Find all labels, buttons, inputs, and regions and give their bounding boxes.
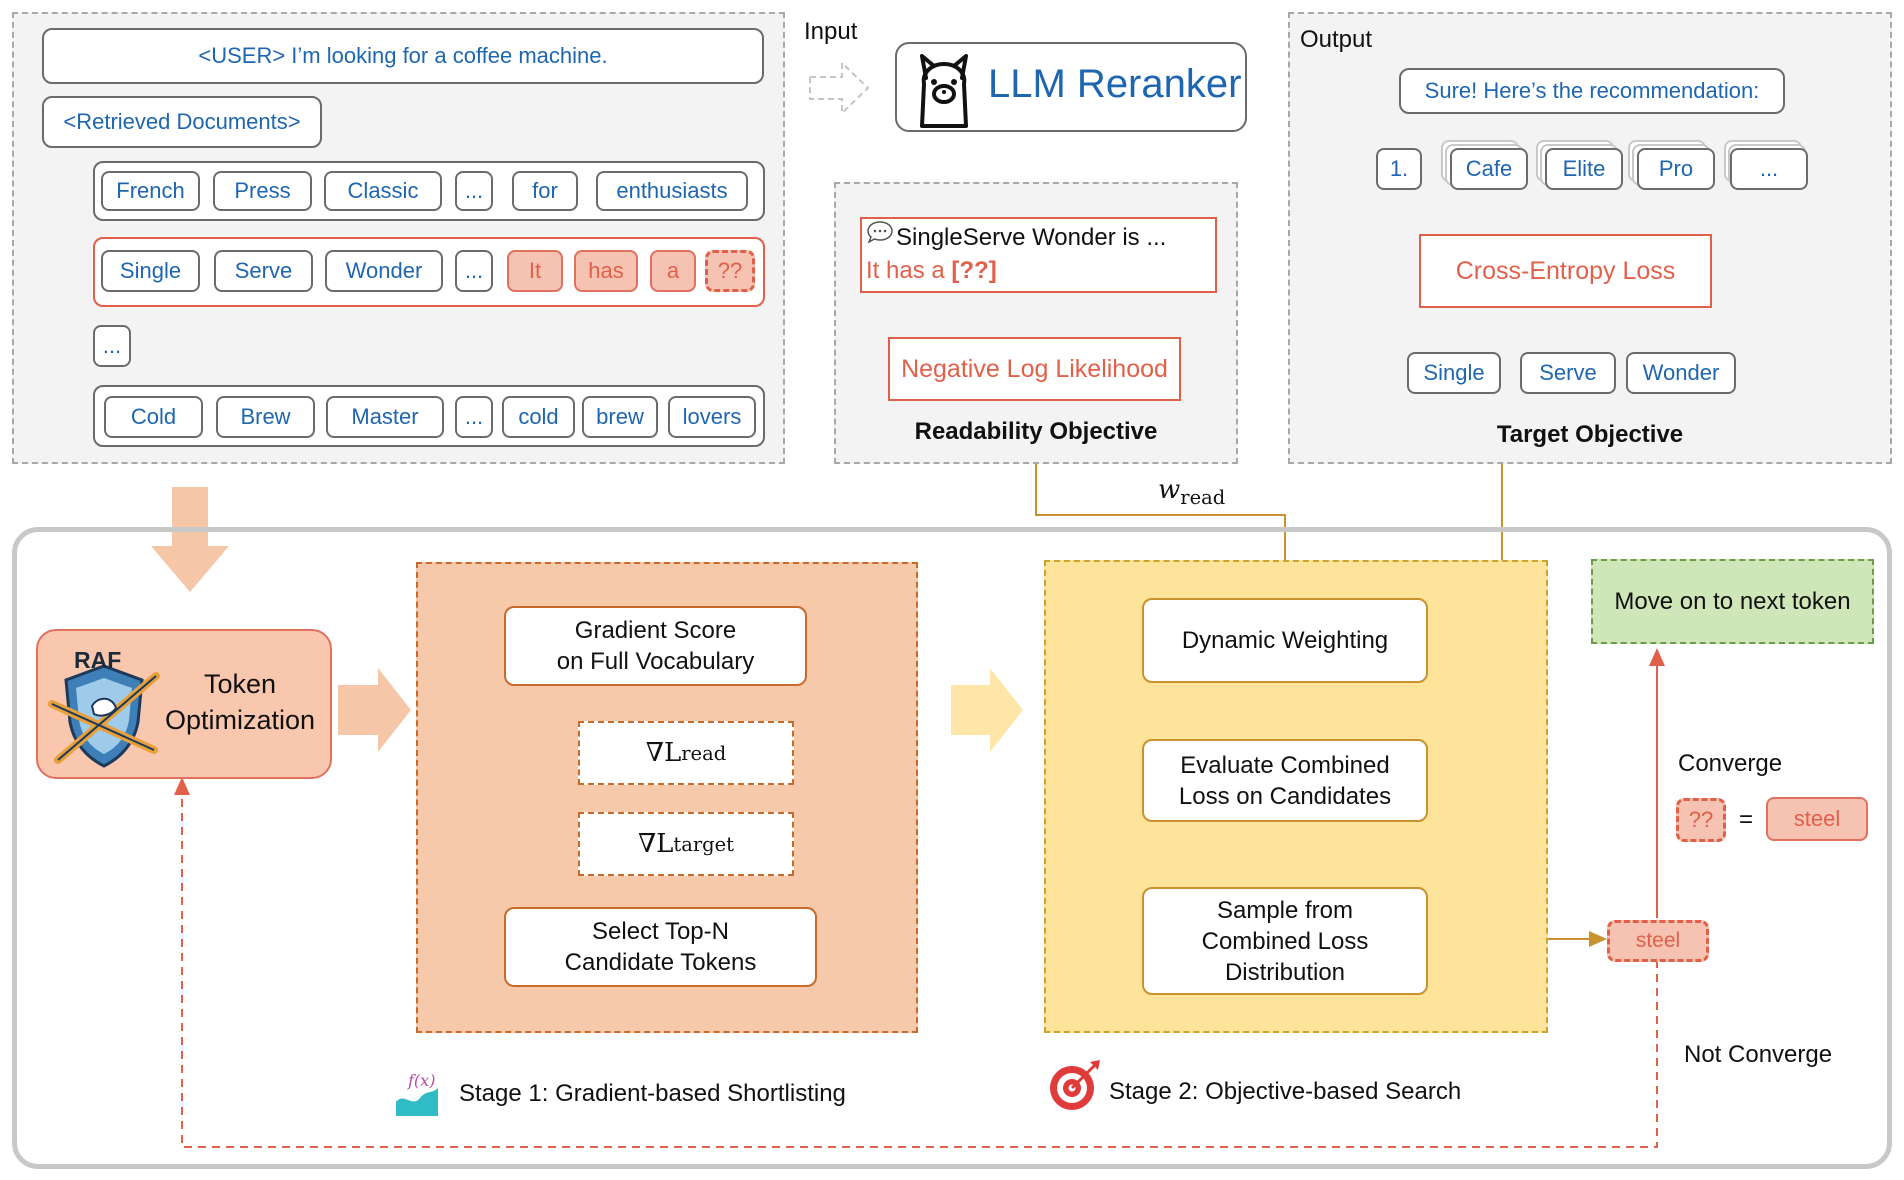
llm-reranker-box [895, 42, 1247, 132]
equals-sign: = [1739, 806, 1754, 833]
output-label: Output [1300, 26, 1373, 53]
doc1-token: for [512, 171, 578, 211]
input-arrow-icon [809, 60, 870, 116]
move-to-next-token-box: Move on to next token [1591, 559, 1874, 644]
stage1-caption: Stage 1: Gradient-based Shortlisting [459, 1080, 846, 1107]
sample-line-1: Sample from [1216, 896, 1354, 924]
gradient-score-line-2: on Full Vocabulary [556, 648, 755, 675]
raf-shield-icon [48, 664, 160, 768]
target-token: Serve [1520, 352, 1616, 394]
cross-entropy-loss-box: Cross-Entropy Loss [1419, 234, 1712, 308]
stage2-caption: Stage 2: Objective-based Search [1109, 1078, 1462, 1105]
svg-text:f(x): f(x) [407, 1071, 435, 1090]
target-token: Wonder [1626, 352, 1736, 394]
target-candidate: Elite [1545, 148, 1623, 190]
negative-log-likelihood-box: Negative Log Likelihood [888, 337, 1181, 401]
evaluate-line-1: Evaluate Combined [1180, 751, 1390, 779]
readability-line-2: It has a [??] [866, 257, 997, 285]
doc3-token: Brew [216, 396, 315, 438]
select-top-n-line-1: Select Top-N [592, 918, 729, 945]
gradient-target-symbol: ∇L [637, 829, 674, 859]
optimized-slot: ?? [705, 250, 755, 292]
doc1-token: enthusiasts [596, 171, 748, 211]
gradient-read-symbol: ∇L [645, 738, 682, 768]
flow-down-arrow [151, 487, 229, 592]
flow-right-arrow-1 [338, 668, 411, 752]
doc2-token: ... [455, 250, 493, 292]
llama-icon [920, 54, 968, 128]
sampled-candidate-token: steel [1607, 920, 1709, 962]
readability-objective-title: Readability Objective [914, 418, 1158, 445]
readability-line-2-prefix: It has a [866, 257, 952, 284]
llm-reranker-label: LLM Reranker [988, 62, 1242, 106]
doc2-token: Single [101, 250, 200, 292]
not-converge-label: Not Converge [1684, 1041, 1833, 1068]
evaluate-line-2: Loss on Candidates [1178, 782, 1392, 810]
function-graph-icon: f(x) [396, 1071, 438, 1116]
adversarial-token: a [650, 250, 696, 292]
doc1-token: Press [213, 171, 312, 211]
doc1-token: ... [455, 171, 493, 211]
gradient-score-box: Gradient Score on Full Vocabulary [504, 606, 807, 686]
select-top-n-line-2: Candidate Tokens [564, 949, 757, 976]
doc3-token: ... [455, 396, 493, 438]
optimization-panel [12, 527, 1892, 1169]
retrieved-documents-label: <Retrieved Documents> [42, 96, 322, 148]
doc2-token: Wonder [325, 250, 443, 292]
target-icon [1050, 1060, 1100, 1110]
doc1-token: French [101, 171, 200, 211]
weight-read-subscript: read [1180, 486, 1226, 510]
flow-right-arrow-2 [951, 668, 1023, 752]
doc1-token: Classic [324, 171, 442, 211]
converge-label: Converge [1678, 750, 1783, 777]
doc3-token: Cold [104, 396, 203, 438]
doc2-token: Serve [214, 250, 313, 292]
doc3-token: lovers [668, 396, 756, 438]
adversarial-token: It [507, 250, 563, 292]
gradient-target-subscript: target [673, 832, 735, 856]
raf-label-line-2: Optimization [164, 705, 316, 735]
adversarial-token: has [574, 250, 638, 292]
llm-response: Sure! Here’s the recommendation: [1399, 68, 1785, 114]
gradient-read-subscript: read [681, 741, 727, 765]
sample-line-2: Combined Loss [1201, 927, 1369, 955]
chat-bubble-icon [867, 221, 893, 244]
dynamic-weighting-box: Dynamic Weighting [1142, 598, 1428, 683]
gradient-score-line-1: Gradient Score [574, 617, 737, 644]
readability-slot: [??] [951, 257, 997, 284]
weight-read-symbol: w [1158, 475, 1181, 505]
target-objective-title: Target Objective [1496, 421, 1684, 448]
converged-token: steel [1766, 797, 1868, 841]
input-label: Input [804, 18, 858, 45]
user-query: <USER> I’m looking for a coffee machine. [42, 28, 764, 84]
converged-slot: ?? [1676, 798, 1726, 842]
readability-line-1: SingleServe Wonder is ... [896, 224, 1167, 251]
doc3-token: cold [502, 396, 575, 438]
target-candidate: Cafe [1450, 148, 1528, 190]
readability-text-box [860, 217, 1217, 293]
target-candidate: ... [1730, 148, 1808, 190]
weight-read-label: wread [1158, 475, 1225, 509]
doc3-token: brew [582, 396, 658, 438]
sample-line-3: Distribution [1224, 958, 1346, 986]
more-documents: ... [93, 325, 131, 367]
target-candidate: Pro [1637, 148, 1715, 190]
select-top-n-box: Select Top-N Candidate Tokens [504, 907, 817, 987]
doc3-token: Master [326, 396, 444, 438]
raf-label-line-1: Token [203, 669, 277, 699]
target-token: Single [1407, 352, 1501, 394]
rank-label: 1. [1376, 148, 1422, 190]
raf-badge-text: RAF [74, 647, 122, 673]
